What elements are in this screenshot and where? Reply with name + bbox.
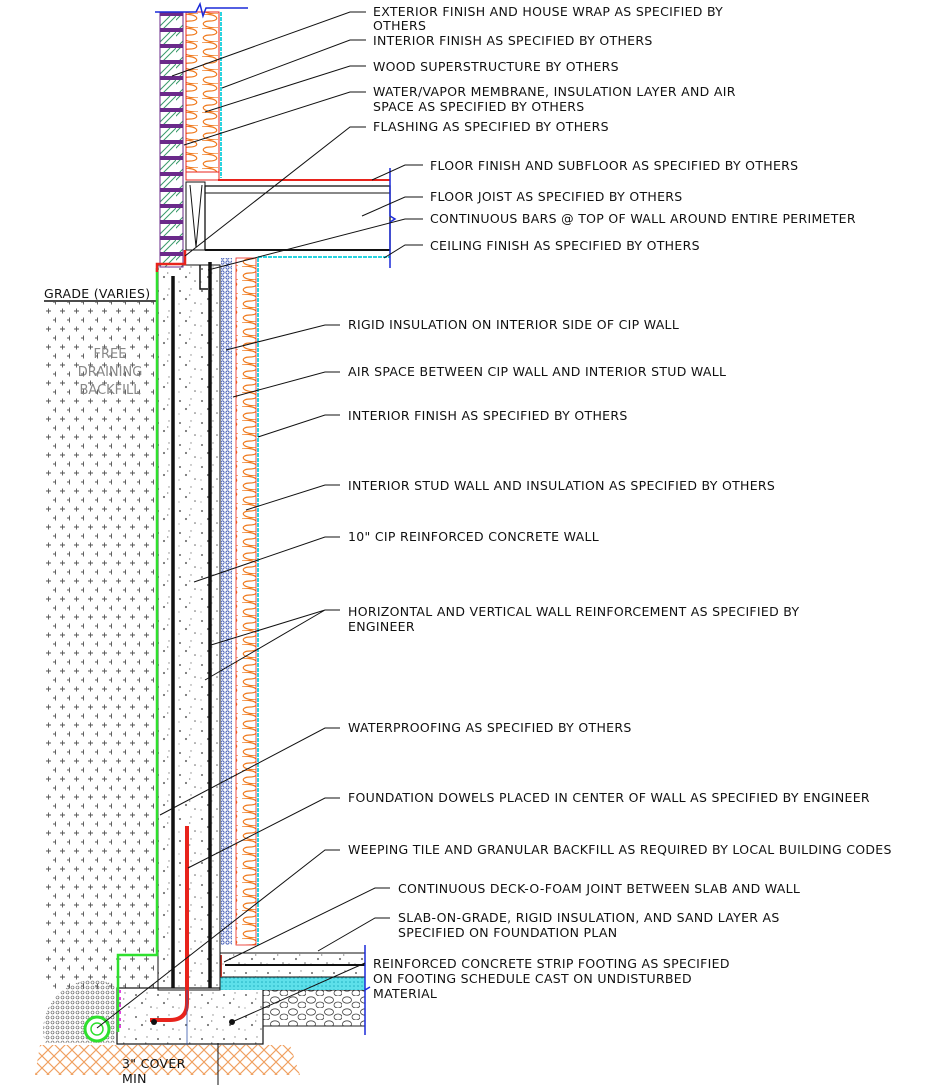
- svg-text:HORIZONTAL AND VERTICAL WALL R: HORIZONTAL AND VERTICAL WALL REINFORCEME…: [348, 604, 799, 634]
- label-membrane-2: SPACE AS SPECIFIED BY OTHERS: [373, 99, 585, 114]
- label-backfill-3: BACKFILL: [80, 383, 142, 398]
- svg-text:SLAB-ON-GRADE, RIGID INSULATIO: SLAB-ON-GRADE, RIGID INSULATION, AND SAN…: [398, 910, 780, 940]
- label-footing: REINFORCED CONCRETE STRIP FOOTING AS SPE…: [373, 956, 730, 971]
- svg-text:WATER/VAPOR MEMBRANE, INSULATI: WATER/VAPOR MEMBRANE, INSULATION LAYER A…: [373, 84, 736, 114]
- label-slab: SLAB-ON-GRADE, RIGID INSULATION, AND SAN…: [398, 910, 780, 925]
- svg-text:REINFORCED CONCRETE STRIP FOOT: REINFORCED CONCRETE STRIP FOOTING AS SPE…: [373, 956, 730, 1001]
- label-weeping-tile: WEEPING TILE AND GRANULAR BACKFILL AS RE…: [348, 842, 892, 857]
- label-cip-wall: 10" CIP REINFORCED CONCRETE WALL: [348, 529, 599, 544]
- label-interior-finish: INTERIOR FINISH AS SPECIFIED BY OTHERS: [348, 408, 628, 423]
- label-membrane: WATER/VAPOR MEMBRANE, INSULATION LAYER A…: [373, 84, 736, 99]
- label-interior-finish-top: INTERIOR FINISH AS SPECIFIED BY OTHERS: [373, 33, 653, 48]
- label-air-space: AIR SPACE BETWEEN CIP WALL AND INTERIOR …: [348, 364, 726, 379]
- label-reinforcement: HORIZONTAL AND VERTICAL WALL REINFORCEME…: [348, 604, 799, 619]
- waterproofing: [116, 268, 159, 1032]
- label-continuous-bars: CONTINUOUS BARS @ TOP OF WALL AROUND ENT…: [430, 211, 856, 226]
- label-backfill: FREE: [94, 347, 127, 362]
- flashing: [155, 250, 187, 272]
- label-slab-2: SPECIFIED ON FOUNDATION PLAN: [398, 925, 617, 940]
- label-footing-3: MATERIAL: [373, 986, 437, 1001]
- label-stud-wall: INTERIOR STUD WALL AND INSULATION AS SPE…: [348, 478, 775, 493]
- break-line: [364, 945, 371, 1035]
- label-waterproofing: WATERPROOFING AS SPECIFIED BY OTHERS: [348, 720, 632, 735]
- label-grade: GRADE (VARIES): [44, 286, 150, 301]
- slab-rigid-insulation: [220, 977, 365, 990]
- label-floor-joist: FLOOR JOIST AS SPECIFIED BY OTHERS: [430, 189, 683, 204]
- label-exterior-finish: EXTERIOR FINISH AND HOUSE WRAP AS SPECIF…: [373, 4, 723, 19]
- floor-joist: [204, 185, 391, 251]
- label-reinforcement-2: ENGINEER: [348, 619, 415, 634]
- top-break-line: [155, 1, 248, 19]
- free-draining-backfill: [44, 300, 157, 992]
- label-cover-2: MIN: [122, 1071, 147, 1086]
- wood-stud-insulation: [185, 11, 220, 173]
- label-exterior-finish-2: OTHERS: [373, 18, 426, 33]
- leader-lines: [96, 11, 423, 1029]
- undisturbed-soil: [35, 1045, 300, 1075]
- label-wood-superstructure: WOOD SUPERSTRUCTURE BY OTHERS: [373, 59, 619, 74]
- exterior-cladding: [159, 11, 184, 268]
- label-deck-o-foam: CONTINUOUS DECK-O-FOAM JOINT BETWEEN SLA…: [398, 881, 800, 896]
- label-backfill-2: DRAINING: [78, 365, 143, 380]
- label-floor-finish: FLOOR FINISH AND SUBFLOOR AS SPECIFIED B…: [430, 158, 798, 173]
- weeping-tile: [83, 1015, 111, 1043]
- strip-footing: [116, 987, 264, 1045]
- gravel-layer: [262, 989, 366, 1027]
- rigid-insulation: [221, 258, 232, 945]
- label-dowels: FOUNDATION DOWELS PLACED IN CENTER OF WA…: [348, 790, 870, 805]
- label-cover: 3" COVER: [122, 1056, 186, 1071]
- svg-text:EXTERIOR FINISH AND HOUSE WRAP: EXTERIOR FINISH AND HOUSE WRAP AS SPECIF…: [373, 4, 723, 33]
- annotation-labels: EXTERIOR FINISH AND HOUSE WRAP AS SPECIF…: [44, 4, 892, 1086]
- label-ceiling-finish: CEILING FINISH AS SPECIFIED BY OTHERS: [430, 238, 700, 253]
- label-flashing: FLASHING AS SPECIFIED BY OTHERS: [373, 119, 609, 134]
- interior-stud-insulation: [235, 257, 257, 946]
- label-rigid-insulation: RIGID INSULATION ON INTERIOR SIDE OF CIP…: [348, 317, 679, 332]
- label-footing-2: ON FOOTING SCHEDULE CAST ON UNDISTURBED: [373, 971, 692, 986]
